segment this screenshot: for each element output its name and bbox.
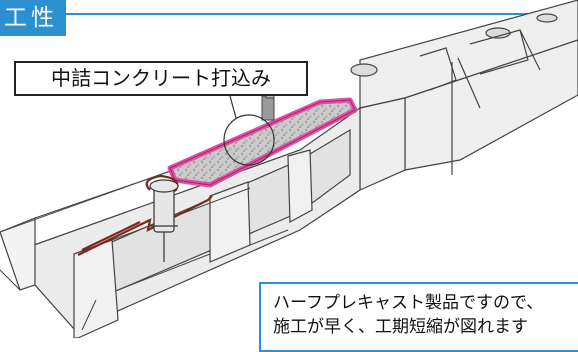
note-line-1: ハーフプレキャスト製品ですので、 — [273, 293, 544, 313]
header-tag: 工性 — [0, 0, 66, 36]
segment-upper-edges — [419, 29, 541, 175]
anchor-hardware — [149, 179, 179, 262]
callout-leader — [229, 95, 237, 119]
precast-trough-body — [0, 106, 361, 338]
precast-segment-upper — [359, 0, 578, 191]
note-box: ハーフプレキャスト製品ですので、 施工が早く、工期短縮が図れます — [259, 282, 578, 352]
note-line-2: 施工が早く、工期短縮が図れます — [273, 317, 528, 337]
callout-label-concrete-pour: 中詰コンクリート打込み — [14, 61, 308, 96]
detail-circle — [223, 114, 275, 166]
precast-gutter-illustration — [0, 0, 578, 338]
